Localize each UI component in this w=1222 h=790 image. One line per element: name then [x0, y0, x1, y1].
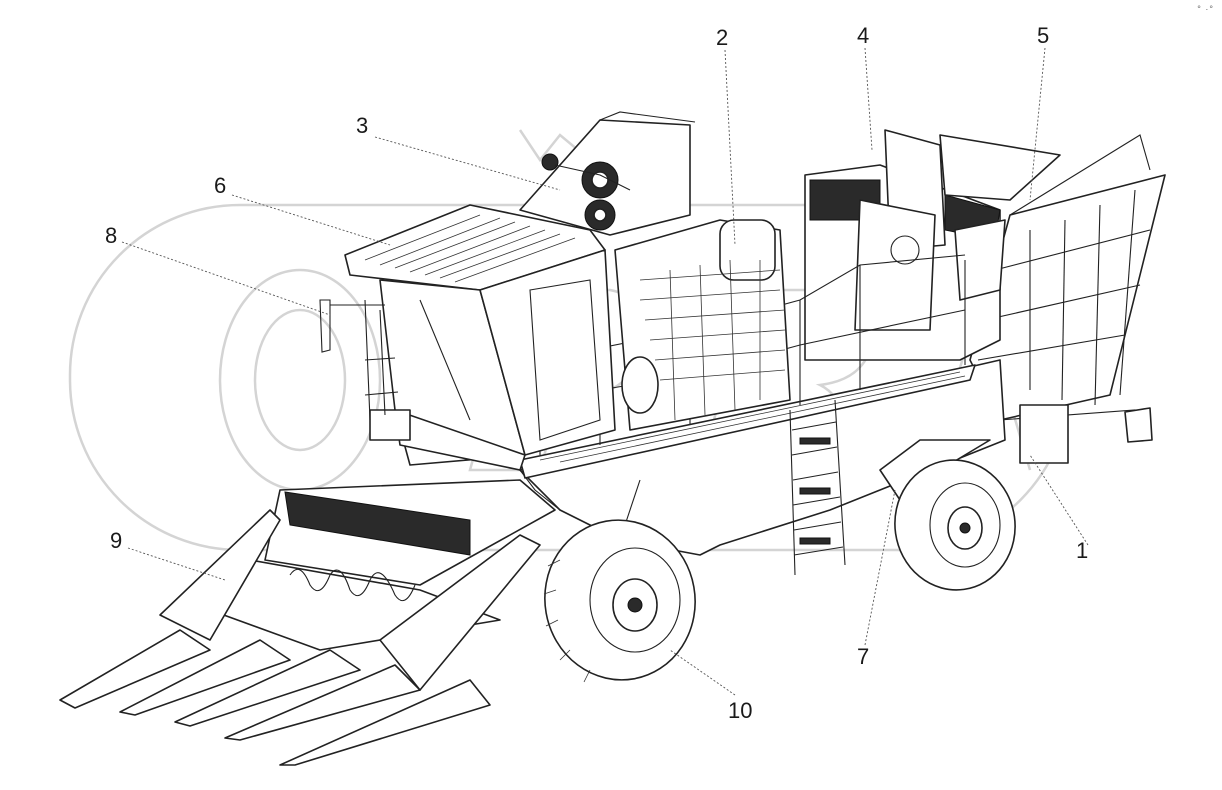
front-wheel — [543, 519, 696, 683]
rear-wheel — [894, 459, 1016, 591]
callout-6: 6 — [214, 173, 227, 198]
callout-10: 10 — [728, 698, 753, 723]
callout-3: 3 — [356, 113, 369, 138]
access-ladder — [789, 399, 846, 576]
cleaning-unit — [804, 129, 1061, 361]
cab — [319, 204, 616, 471]
bunker-frame — [969, 134, 1166, 464]
engine — [614, 219, 791, 431]
elevator — [519, 111, 696, 236]
callout-7: 7 — [857, 644, 870, 669]
harvester-drawing — [59, 111, 1166, 766]
callout-5: 5 — [1037, 23, 1050, 48]
callout-2: 2 — [716, 25, 729, 50]
callout-1: 1 — [1076, 538, 1089, 563]
callout-4: 4 — [857, 23, 870, 48]
corner-mark: ° ·° — [1197, 4, 1214, 14]
callout-8: 8 — [105, 223, 118, 248]
callout-9: 9 — [110, 528, 123, 553]
handrail — [364, 299, 399, 421]
header — [59, 479, 556, 766]
leader-lines — [121, 47, 1089, 696]
